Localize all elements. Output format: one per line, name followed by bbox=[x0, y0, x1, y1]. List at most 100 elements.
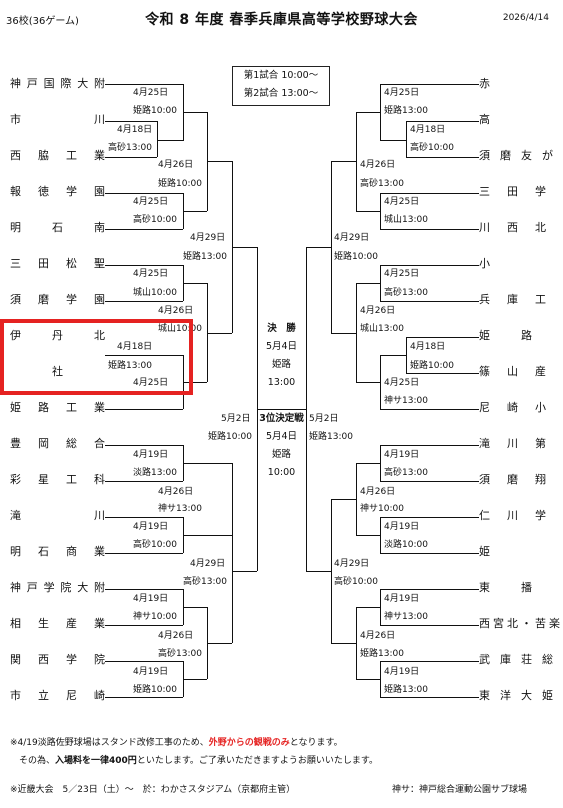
right-team-7: 姫路東 bbox=[479, 329, 563, 342]
venue-label: 城山13:00 bbox=[384, 215, 428, 225]
left-team-2: 西脇工業 bbox=[10, 149, 105, 162]
date-label: 4月18日 bbox=[117, 342, 153, 352]
date-label: 4月29日 bbox=[190, 233, 226, 243]
venue-label: 姫路13:00 bbox=[360, 649, 404, 659]
venue-label: 姫路13:00 bbox=[384, 106, 428, 116]
date-label: 4月25日 bbox=[384, 269, 420, 279]
date-label: 4月25日 bbox=[384, 88, 420, 98]
right-team-10: 滝川第二 bbox=[479, 437, 563, 450]
date-label: 4月26日 bbox=[360, 631, 396, 641]
venue-label: 神サ13:00 bbox=[158, 504, 202, 514]
left-team-15: 相生産業 bbox=[10, 617, 105, 630]
right-team-13: 姫 路 bbox=[479, 545, 563, 558]
right-team-4: 川西北陵 bbox=[479, 221, 563, 234]
right-team-6: 兵庫工業 bbox=[479, 293, 563, 306]
note-2: その為、入場料を一律400円といたします。ご了承いただきますようお願いいたします… bbox=[10, 756, 379, 766]
date-label: 4月26日 bbox=[158, 160, 194, 170]
venue-label: 神サ13:00 bbox=[384, 396, 428, 406]
date-label: 4月19日 bbox=[133, 594, 169, 604]
highlight-box bbox=[0, 319, 193, 395]
date-label: 4月18日 bbox=[117, 125, 153, 135]
right-team-8: 篠山産業 bbox=[479, 365, 563, 378]
left-team-9: 姫路工業 bbox=[10, 401, 105, 414]
final-venue: 姫路 bbox=[271, 359, 291, 370]
left-team-8: 社 bbox=[52, 365, 63, 378]
venue-label: 城山10:00 bbox=[133, 288, 177, 298]
left-team-11: 彩星工科 bbox=[10, 473, 105, 486]
venue-label: 姫路10:00 bbox=[410, 361, 454, 371]
right-team-11: 須磨翔風 bbox=[479, 473, 563, 486]
left-team-6: 須磨学園 bbox=[10, 293, 105, 306]
venue-label: 神サ10:00 bbox=[133, 612, 177, 622]
left-team-0: 神戸国際大附 bbox=[10, 77, 105, 90]
venue-label: 高砂13:00 bbox=[158, 649, 202, 659]
date-label: 4月19日 bbox=[384, 594, 420, 604]
final-title: 決 勝 bbox=[267, 323, 296, 334]
team-count: 36校(36ゲーム) bbox=[6, 16, 79, 27]
date-label: 4月19日 bbox=[384, 667, 420, 677]
right-team-17: 東洋大姫路 bbox=[479, 689, 563, 702]
right-team-5: 小 野 bbox=[479, 257, 563, 270]
left-team-14: 神戸学院大附 bbox=[10, 581, 105, 594]
date-label: 4月25日 bbox=[133, 269, 169, 279]
left-team-5: 三田松聖 bbox=[10, 257, 105, 270]
date-label: 4月25日 bbox=[133, 88, 169, 98]
right-team-16: 武庫荘総合 bbox=[479, 653, 563, 666]
right-team-3: 三田学園 bbox=[479, 185, 563, 198]
date-label: 4月19日 bbox=[384, 450, 420, 460]
left-team-16: 関西学院 bbox=[10, 653, 105, 666]
date-label: 4月26日 bbox=[158, 487, 194, 497]
venue-label: 淡路13:00 bbox=[133, 468, 177, 478]
venue-label: 高砂13:00 bbox=[183, 577, 227, 587]
page-title: 令和 8 年度 春季兵庫県高等学校野球大会 bbox=[145, 12, 418, 28]
venue-label: 高砂13:00 bbox=[384, 288, 428, 298]
date-label: 4月18日 bbox=[410, 342, 446, 352]
date-label: 5月2日 bbox=[309, 414, 339, 424]
date-label: 4月19日 bbox=[133, 522, 169, 532]
venue-label: 高砂10:00 bbox=[334, 577, 378, 587]
note-venue: 神サ：神戸総合運動公園サブ球場 bbox=[392, 785, 528, 795]
right-team-2: 須磨友が丘 bbox=[479, 149, 563, 162]
venue-label: 姫路13:00 bbox=[384, 685, 428, 695]
venue-label: 神サ10:00 bbox=[360, 504, 404, 514]
left-team-13: 明石商業 bbox=[10, 545, 105, 558]
date-label: 4月29日 bbox=[334, 233, 370, 243]
date-label: 4月26日 bbox=[360, 160, 396, 170]
note-kinki: ※近畿大会 5／23日（土）〜 於：わかさスタジアム（京都府主管） bbox=[10, 785, 296, 795]
date-label: 4月19日 bbox=[133, 450, 169, 460]
venue-label: 城山13:00 bbox=[360, 324, 404, 334]
date-label: 4月19日 bbox=[384, 522, 420, 532]
venue-label: 高砂10:00 bbox=[410, 143, 454, 153]
date-label: 4月26日 bbox=[360, 306, 396, 316]
date-label: 4月25日 bbox=[384, 378, 420, 388]
print-date: 2026/4/14 bbox=[502, 13, 549, 23]
right-team-15: 西宮北・苦楽園 bbox=[479, 617, 563, 630]
venue-label: 高砂10:00 bbox=[133, 540, 177, 550]
third-title: 3位決定戦 bbox=[259, 413, 304, 424]
venue-label: 姫路13:00 bbox=[183, 252, 227, 262]
date-label: 4月25日 bbox=[384, 197, 420, 207]
venue-label: 姫路10:00 bbox=[158, 179, 202, 189]
date-label: 4月26日 bbox=[158, 306, 194, 316]
left-team-1: 市 川 bbox=[10, 113, 105, 126]
final-date: 5月4日 bbox=[265, 341, 298, 352]
left-team-17: 市立尼崎 bbox=[10, 689, 105, 702]
venue-label: 淡路10:00 bbox=[384, 540, 428, 550]
date-label: 4月25日 bbox=[133, 197, 169, 207]
third-venue: 姫路 bbox=[271, 449, 291, 460]
date-label: 4月18日 bbox=[410, 125, 446, 135]
date-label: 4月29日 bbox=[334, 559, 370, 569]
venue-label: 姫路13:00 bbox=[309, 432, 353, 442]
venue-label: 姫路10:00 bbox=[334, 252, 378, 262]
venue-label: 神サ13:00 bbox=[384, 612, 428, 622]
venue-label: 高砂13:00 bbox=[384, 468, 428, 478]
venue-label: 高砂13:00 bbox=[108, 143, 152, 153]
date-label: 4月19日 bbox=[133, 667, 169, 677]
left-team-3: 報徳学園 bbox=[10, 185, 105, 198]
venue-label: 姫路13:00 bbox=[108, 361, 152, 371]
date-label: 5月2日 bbox=[221, 414, 251, 424]
venue-label: 姫路10:00 bbox=[133, 106, 177, 116]
date-label: 4月26日 bbox=[158, 631, 194, 641]
right-team-0: 赤 穂 bbox=[479, 77, 563, 90]
left-team-12: 滝 川 bbox=[10, 509, 105, 522]
